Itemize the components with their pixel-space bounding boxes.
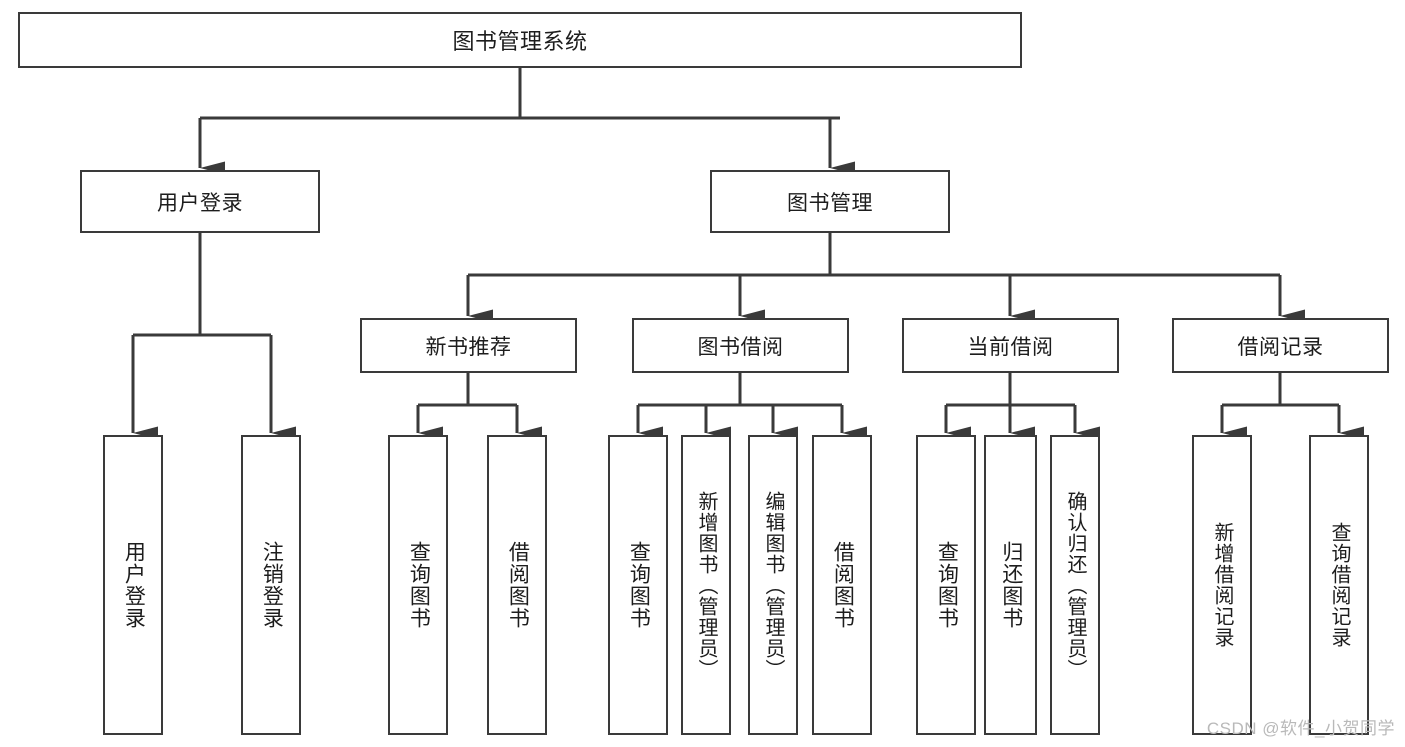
node-label: 图书借阅 bbox=[697, 335, 784, 359]
node-label: 图书管理 bbox=[787, 191, 873, 215]
leaf-user-logout[interactable]: 注销登录 bbox=[241, 435, 301, 735]
node-label: 用户登录 bbox=[157, 191, 243, 215]
node-book-management[interactable]: 图书管理 bbox=[710, 170, 950, 233]
node-label: 借阅图书 bbox=[831, 541, 855, 629]
node-book-borrow[interactable]: 图书借阅 bbox=[632, 318, 849, 373]
node-label: 当前借阅 bbox=[967, 335, 1054, 359]
node-label: 用户登录 bbox=[122, 541, 146, 629]
node-label: 新增借阅记录 bbox=[1211, 522, 1233, 648]
leaf-confirm-return-admin[interactable]: 确认归还（管理员） bbox=[1050, 435, 1100, 735]
node-label: 确认归还（管理员） bbox=[1064, 490, 1086, 680]
leaf-return-book[interactable]: 归还图书 bbox=[984, 435, 1037, 735]
node-label: 查询图书 bbox=[627, 541, 651, 629]
leaf-query-borrow-record[interactable]: 查询借阅记录 bbox=[1309, 435, 1369, 735]
csdn-watermark: CSDN @软件_小贺同学 bbox=[1206, 719, 1395, 738]
node-root-system[interactable]: 图书管理系统 bbox=[18, 12, 1022, 68]
leaf-query-book-recommend[interactable]: 查询图书 bbox=[388, 435, 448, 735]
node-label: 编辑图书（管理员） bbox=[762, 490, 784, 680]
leaf-borrow-book-recommend[interactable]: 借阅图书 bbox=[487, 435, 547, 735]
node-label: 图书管理系统 bbox=[452, 29, 588, 54]
node-label: 借阅记录 bbox=[1237, 335, 1324, 359]
leaf-borrow-book-action[interactable]: 借阅图书 bbox=[812, 435, 872, 735]
leaf-query-book-current[interactable]: 查询图书 bbox=[916, 435, 976, 735]
node-label: 新增图书（管理员） bbox=[695, 490, 717, 680]
leaf-add-book-admin[interactable]: 新增图书（管理员） bbox=[681, 435, 731, 735]
leaf-add-borrow-record[interactable]: 新增借阅记录 bbox=[1192, 435, 1252, 735]
node-label: 注销登录 bbox=[260, 541, 284, 629]
node-label: 查询图书 bbox=[935, 541, 959, 629]
node-label: 查询图书 bbox=[407, 541, 431, 629]
node-new-book-recommend[interactable]: 新书推荐 bbox=[360, 318, 577, 373]
node-user-login[interactable]: 用户登录 bbox=[80, 170, 320, 233]
node-label: 查询借阅记录 bbox=[1328, 522, 1350, 648]
leaf-edit-book-admin[interactable]: 编辑图书（管理员） bbox=[748, 435, 798, 735]
node-label: 借阅图书 bbox=[506, 541, 530, 629]
leaf-user-login[interactable]: 用户登录 bbox=[103, 435, 163, 735]
node-borrow-records[interactable]: 借阅记录 bbox=[1172, 318, 1389, 373]
node-current-borrow[interactable]: 当前借阅 bbox=[902, 318, 1119, 373]
leaf-query-book-borrow[interactable]: 查询图书 bbox=[608, 435, 668, 735]
node-label: 归还图书 bbox=[999, 541, 1023, 629]
node-label: 新书推荐 bbox=[425, 335, 512, 359]
